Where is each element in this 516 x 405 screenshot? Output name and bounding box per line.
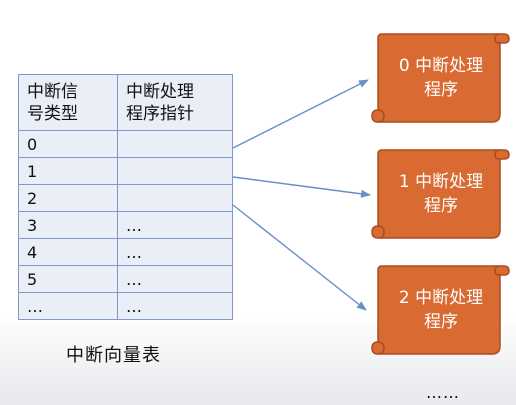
handler-1-box: 1 中断处理 程序 [368,148,514,242]
arrow-to-handler-2 [232,204,367,311]
pointer-cell: … [117,211,233,239]
more-handlers-ellipsis: …… [426,383,460,402]
header-signal-type: 中断信 号类型 [18,74,118,131]
pointer-cell: … [117,292,233,320]
scroll-shape-icon [371,149,510,239]
table-header-row: 中断信 号类型 中断处理 程序指针 [18,74,233,131]
pointer-cell [117,157,233,185]
arrow-to-handler-1 [232,176,371,198]
signal-cell: … [18,292,118,320]
header-signal-type-line1: 中断信 [27,82,78,102]
handler-1-line2: 程序 [424,196,458,216]
interrupt-vector-table: 中断信 号类型 中断处理 程序指针 0 1 2 3 … 4 … 5 … … … [18,74,233,320]
handler-0-line2: 程序 [424,80,458,100]
handler-1-line1: 1 中断处理 [398,172,484,192]
signal-cell: 4 [18,238,118,266]
arrow-to-handler-0 [232,79,369,149]
table-row: 1 [18,157,233,185]
table-row: … … [18,292,233,320]
header-handler-pointer-line2: 程序指针 [126,104,194,124]
handler-0-box: 0 中断处理 程序 [368,32,514,126]
table-row: 4 … [18,238,233,266]
signal-cell: 5 [18,265,118,293]
signal-cell: 3 [18,211,118,239]
handler-2-label: 2 中断处理 程序 [382,286,500,334]
handler-2-line2: 程序 [424,312,458,332]
scroll-shape-icon [371,33,510,123]
handler-0-line1: 0 中断处理 [398,56,484,76]
table-row: 5 … [18,265,233,293]
signal-cell: 0 [18,130,118,158]
signal-cell: 2 [18,184,118,212]
table-row: 3 … [18,211,233,239]
table-row: 2 [18,184,233,212]
handler-0-label: 0 中断处理 程序 [382,54,500,102]
scroll-shape-icon [371,265,510,355]
pointer-cell [117,130,233,158]
header-handler-pointer: 中断处理 程序指针 [117,74,233,131]
pointer-cell [117,184,233,212]
signal-cell: 1 [18,157,118,185]
table-caption: 中断向量表 [66,345,161,366]
table-row: 0 [18,130,233,158]
handler-1-label: 1 中断处理 程序 [382,170,500,218]
header-handler-pointer-line1: 中断处理 [126,82,194,102]
pointer-cell: … [117,238,233,266]
handler-2-line1: 2 中断处理 [398,288,484,308]
header-signal-type-line2: 号类型 [27,104,78,124]
handler-2-box: 2 中断处理 程序 [368,264,514,358]
